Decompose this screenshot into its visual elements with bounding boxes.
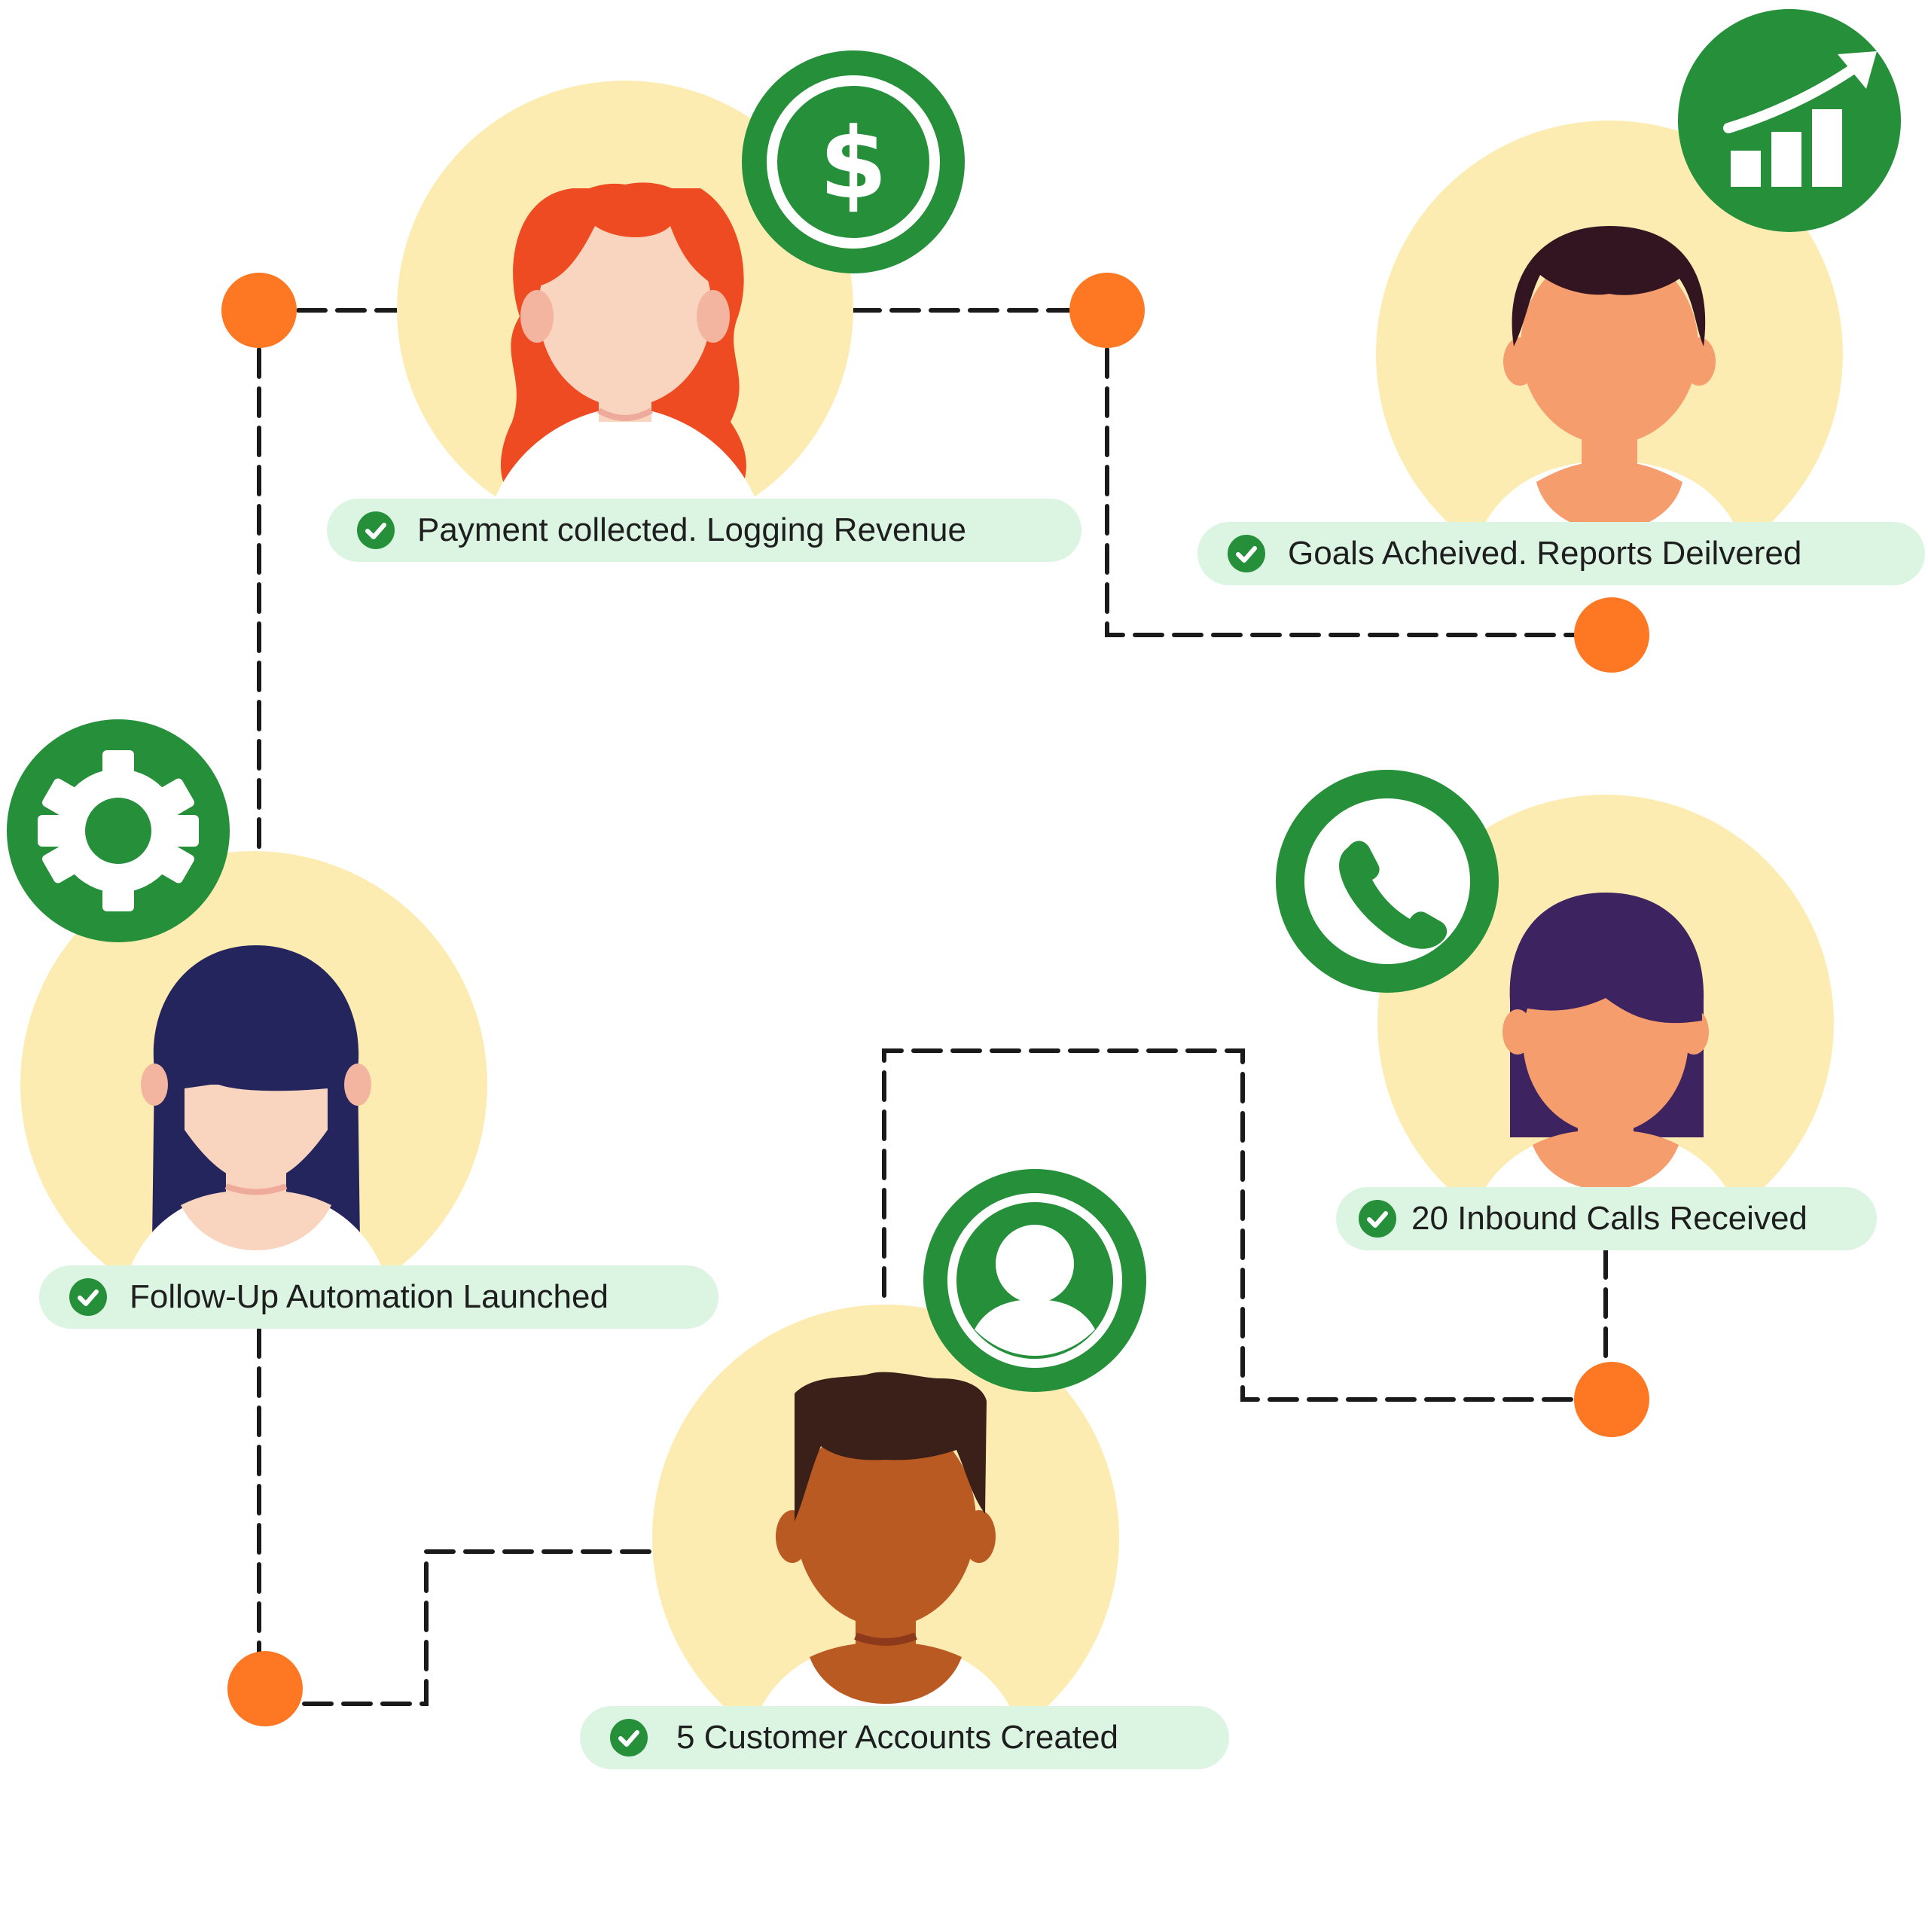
hair (795, 1372, 987, 1521)
node-bottom-left (227, 1651, 303, 1726)
ear-left (141, 1064, 168, 1106)
hair-top (536, 182, 717, 286)
status-text: 5 Customer Accounts Created (676, 1719, 1118, 1756)
connector-to-goals (1105, 308, 1614, 637)
connector-accounts-to-calls (882, 1048, 1614, 1402)
chest (810, 1642, 962, 1704)
chest (1536, 461, 1682, 527)
neck-line (224, 1183, 288, 1195)
user-account-icon (975, 1225, 1095, 1356)
person-payment: $ (397, 50, 965, 505)
dollar-icon-badge: $ (742, 50, 965, 273)
status-label-accounts: 5 Customer Accounts Created (580, 1706, 1229, 1769)
status-text: Goals Acheived. Reports Deilvered (1288, 535, 1802, 572)
connector-to-accounts (263, 1549, 651, 1706)
person-calls (1276, 770, 1834, 1201)
status-label-calls: 20 Inbound Calls Received (1336, 1187, 1877, 1250)
chest (1533, 1130, 1679, 1190)
face (1521, 249, 1698, 444)
growth-chart-icon-badge (1678, 9, 1901, 232)
phone-icon (1339, 841, 1448, 949)
checkmark-icon (610, 1719, 648, 1757)
phone-icon-badge (1276, 770, 1499, 993)
neck-line (597, 407, 653, 421)
ear-right (962, 1510, 996, 1563)
ear-left (1502, 1009, 1533, 1055)
ear-right (1682, 337, 1716, 386)
hair (1512, 226, 1706, 346)
status-label-payment: Payment collected. Logging Revenue (327, 499, 1081, 562)
gear-icon-badge (7, 719, 230, 942)
face (538, 211, 712, 407)
status-text: Follow-Up Automation Launched (130, 1278, 609, 1315)
ear-left (1503, 337, 1536, 386)
person-goals (1376, 9, 1901, 527)
gear-icon (38, 750, 199, 911)
neck-line (854, 1632, 917, 1646)
dollar-icon: $ (819, 106, 887, 221)
status-text: Payment collected. Logging Revenue (417, 511, 966, 548)
connector-nodes (221, 273, 1649, 1726)
bangs (185, 1017, 328, 1091)
person-accounts (652, 1169, 1146, 1717)
checkmark-icon (69, 1278, 107, 1316)
status-label-goals: Goals Acheived. Reports Deilvered (1197, 522, 1925, 585)
growth-chart-icon (1723, 51, 1877, 187)
node-top-center (1069, 273, 1145, 348)
ear-left (776, 1510, 809, 1563)
status-label-automation: Follow-Up Automation Launched (39, 1265, 718, 1329)
face (185, 1085, 328, 1183)
ear-right (697, 290, 730, 343)
status-text: 20 Inbound Calls Received (1411, 1200, 1808, 1237)
chest (181, 1190, 331, 1250)
checkmark-icon (1359, 1200, 1396, 1238)
node-top-left (221, 273, 297, 348)
ear-right (344, 1064, 371, 1106)
node-goals (1574, 597, 1649, 673)
ear-left (520, 290, 554, 343)
checkmark-icon (357, 511, 395, 549)
connector-lines (257, 308, 1614, 1706)
node-calls (1574, 1362, 1649, 1437)
person-automation (7, 719, 487, 1265)
shirt (492, 407, 758, 505)
face (795, 1416, 976, 1627)
bangs (1514, 900, 1702, 1024)
checkmark-icon (1228, 535, 1265, 572)
user-account-icon-badge (923, 1169, 1146, 1392)
